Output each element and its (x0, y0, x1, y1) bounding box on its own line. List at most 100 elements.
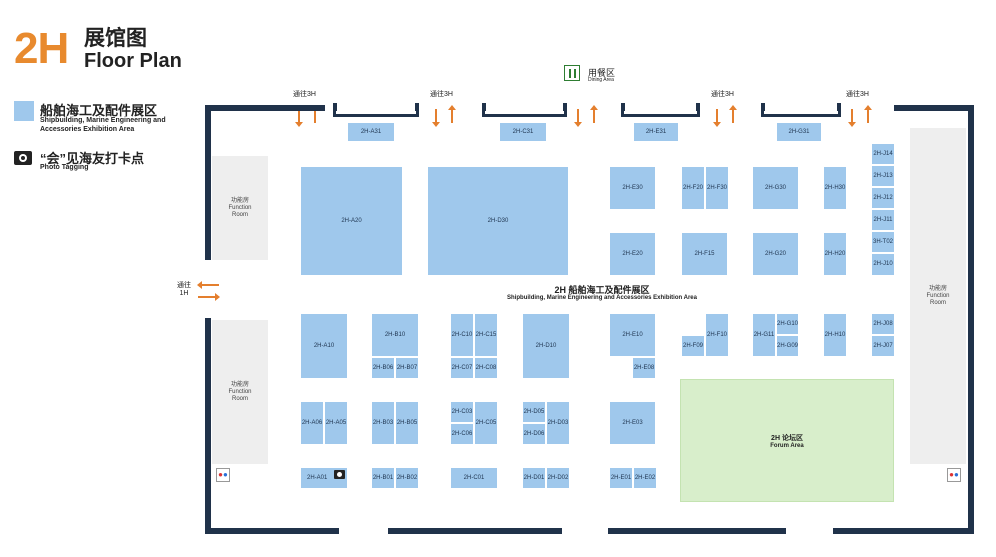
arrow-up-icon (448, 105, 456, 123)
arrow-right-icon (198, 293, 220, 301)
booth[interactable]: 2H-G20 (752, 232, 799, 276)
booth[interactable]: 2H-B01 (371, 467, 395, 489)
booth[interactable]: 2H-J12 (871, 187, 895, 209)
gate-post (696, 103, 700, 111)
booth[interactable]: 2H-C03 (450, 401, 474, 423)
booth[interactable]: 2H-C07 (450, 357, 474, 379)
booth[interactable]: 2H-D10 (522, 313, 570, 379)
booth[interactable]: 2H-A10 (300, 313, 348, 379)
booth[interactable]: 2H-E31 (633, 122, 679, 142)
wall (833, 528, 974, 534)
wall (205, 105, 211, 260)
function-room-en: Room (231, 395, 248, 402)
function-room: 功能房 Function Room (212, 320, 268, 464)
booth[interactable]: 2H-G30 (752, 166, 799, 210)
booth[interactable]: 3H-T02 (871, 231, 895, 253)
arrow-down-icon (848, 109, 856, 127)
booth[interactable]: 2H-C08 (474, 357, 498, 379)
booth[interactable]: 2H-E08 (632, 357, 656, 379)
wall (894, 105, 974, 111)
forum-area[interactable]: 2H 论坛区 Forum Area (680, 379, 894, 502)
arrow-up-icon (590, 105, 598, 123)
booth[interactable]: 2H-F09 (681, 335, 705, 357)
legend-photo-title: “会”见海友打卡点 (40, 151, 145, 166)
function-room-cn: 功能房 (230, 381, 249, 388)
booth[interactable]: 2H-J14 (871, 143, 895, 165)
booth[interactable]: 2H-B06 (371, 357, 395, 379)
booth[interactable]: 2H-G09 (776, 335, 799, 357)
booth[interactable]: 2H-F30 (705, 166, 729, 210)
booth[interactable]: 2H-D05 (522, 401, 546, 423)
dining-label-cn: 用餐区 (588, 68, 616, 78)
booth[interactable]: 2H-B05 (395, 401, 419, 445)
booth[interactable]: 2H-E20 (609, 232, 656, 276)
gate (761, 105, 841, 117)
booth[interactable]: 2H-C15 (474, 313, 498, 357)
booth[interactable]: 2H-H20 (823, 232, 847, 276)
booth[interactable]: 2H-C10 (450, 313, 474, 357)
booth[interactable]: 2H-J10 (871, 253, 895, 276)
booth[interactable]: 2H-E30 (609, 166, 656, 210)
gate-post (621, 103, 625, 111)
passage-3h-3: 通往3H (711, 91, 734, 98)
booth[interactable]: 2H-F20 (681, 166, 705, 210)
passage-3h-1: 通往3H (293, 91, 316, 98)
arrow-up-icon (729, 105, 737, 123)
function-room-en: Room (929, 299, 946, 306)
passage-1h-line1: 通往 (177, 282, 191, 289)
booth[interactable]: 2H-D01 (522, 467, 546, 489)
booth[interactable]: 2H-A06 (300, 401, 324, 445)
booth[interactable]: 2H-H30 (823, 166, 847, 210)
booth[interactable]: 2H-J07 (871, 335, 895, 357)
function-room-cn: 功能房 (928, 285, 947, 292)
booth[interactable]: 2H-F10 (705, 313, 729, 357)
booth[interactable]: 2H-C31 (499, 122, 547, 142)
booth[interactable]: 2H-D30 (427, 166, 569, 276)
arrow-down-icon (713, 109, 721, 127)
booth[interactable]: 2H-G10 (776, 313, 799, 335)
gate-post (761, 103, 765, 111)
wall (388, 528, 562, 534)
booth[interactable]: 2H-C06 (450, 423, 474, 445)
booth[interactable]: 2H-E02 (633, 467, 657, 489)
booth[interactable]: 2H-J11 (871, 209, 895, 231)
booth[interactable]: 2H-G31 (776, 122, 822, 142)
passage-1h: 通往 1H (172, 282, 196, 298)
page-title-en: Floor Plan (84, 50, 182, 72)
camera-icon (14, 151, 32, 165)
arrow-up-icon (864, 105, 872, 123)
forum-label-en: Forum Area (770, 442, 804, 449)
wall (205, 318, 211, 534)
booth[interactable]: 2H-A31 (347, 122, 395, 142)
booth[interactable]: 2H-E10 (609, 313, 656, 357)
booth[interactable]: 2H-J08 (871, 313, 895, 335)
booth[interactable]: 2H-D03 (546, 401, 570, 445)
booth[interactable]: 2H-E01 (609, 467, 633, 489)
booth[interactable]: 2H-B07 (395, 357, 419, 379)
booth[interactable]: 2H-C05 (474, 401, 498, 445)
booth[interactable]: 2H-B10 (371, 313, 419, 357)
gate-post (333, 103, 337, 111)
forum-label-cn: 2H 论坛区 (771, 434, 803, 442)
legend-area-title: 船舶海工及配件展区 (40, 103, 158, 118)
booth[interactable]: 2H-G11 (752, 313, 776, 357)
booth[interactable]: 2H-D06 (522, 423, 546, 445)
booth[interactable]: 2H-D02 (546, 467, 570, 489)
function-room: 功能房 Function Room (910, 128, 966, 464)
booth[interactable]: 2H-B02 (395, 467, 419, 489)
gate-post (482, 103, 486, 111)
legend-photo-en: Photo Tagging (40, 164, 89, 171)
booth[interactable]: 2H-F15 (681, 232, 728, 276)
booth[interactable]: 2H-J13 (871, 165, 895, 187)
booth[interactable]: 2H-E03 (609, 401, 656, 445)
gate-post (837, 103, 841, 111)
hall-number: 2H (14, 24, 69, 73)
booth[interactable]: 2H-A20 (300, 166, 403, 276)
booth[interactable]: 2H-H10 (823, 313, 847, 357)
booth[interactable]: 2H-B03 (371, 401, 395, 445)
booth[interactable]: 2H-C01 (450, 467, 498, 489)
function-room-cn: 功能房 (230, 197, 249, 204)
booth[interactable]: 2H-A05 (324, 401, 348, 445)
gate (621, 105, 700, 117)
arrow-down-icon (295, 109, 303, 127)
